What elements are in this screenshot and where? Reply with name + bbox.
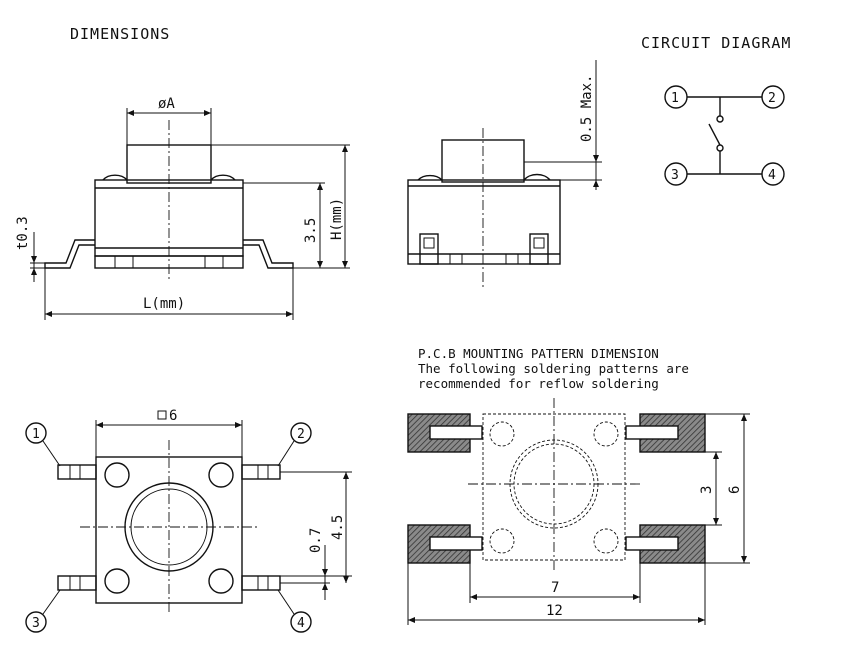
height-h-label: H(mm): [329, 198, 345, 240]
dimension-height: 3.5 H(mm): [211, 144, 350, 269]
max-label: 0.5 Max.: [579, 75, 595, 142]
dimension-thickness: t0.3: [15, 216, 45, 282]
dimension-pitch: 0.7 4.5: [280, 471, 352, 600]
top-pin-3: 3: [32, 616, 40, 631]
dimensions-heading: DIMENSIONS: [70, 25, 170, 43]
top-pin-2: 2: [297, 427, 305, 442]
pcb-3-label: 3: [699, 486, 715, 494]
pcb-note-line-1: The following soldering patterns are: [418, 361, 689, 376]
pcb-6-label: 6: [727, 486, 743, 494]
circuit-diagram-heading: CIRCUIT DIAGRAM: [641, 34, 791, 52]
dimension-pcb-vertical: 3 6: [699, 413, 750, 564]
dimension-length: L(mm): [44, 268, 294, 320]
top-view: 1 2 3 4: [25, 422, 312, 633]
top-pin-4: 4: [297, 616, 305, 631]
pitch-45-label: 4.5: [330, 515, 346, 540]
pcb-title: P.C.B MOUNTING PATTERN DIMENSION: [418, 346, 659, 361]
square-6-label: 6: [169, 408, 177, 424]
length-label: L(mm): [143, 296, 185, 312]
dimension-max: 0.5 Max.: [524, 60, 602, 190]
dimension-square-6: 6: [95, 408, 243, 457]
circuit-diagram: 1 2 3 4: [664, 85, 785, 186]
dimension-phi-a: øA: [126, 96, 212, 145]
circuit-pin-2: 2: [768, 91, 776, 106]
pcb-note-line-2: recommended for reflow soldering: [418, 376, 659, 391]
pitch-07-label: 0.7: [308, 528, 324, 553]
height-35-label: 3.5: [303, 218, 319, 243]
side-view-right: [407, 128, 561, 290]
thickness-label: t0.3: [15, 216, 31, 250]
top-pin-1: 1: [32, 427, 40, 442]
circuit-pin-4: 4: [768, 168, 776, 183]
phi-a-label: øA: [158, 96, 175, 112]
side-view-front: [44, 120, 294, 280]
circuit-pin-1: 1: [671, 91, 679, 106]
pcb-12-label: 12: [546, 603, 563, 619]
circuit-pin-3: 3: [671, 168, 679, 183]
pcb-7-label: 7: [551, 580, 559, 596]
dimension-pcb-horizontal: 7 12: [407, 563, 706, 625]
pcb-pattern: [407, 398, 706, 572]
